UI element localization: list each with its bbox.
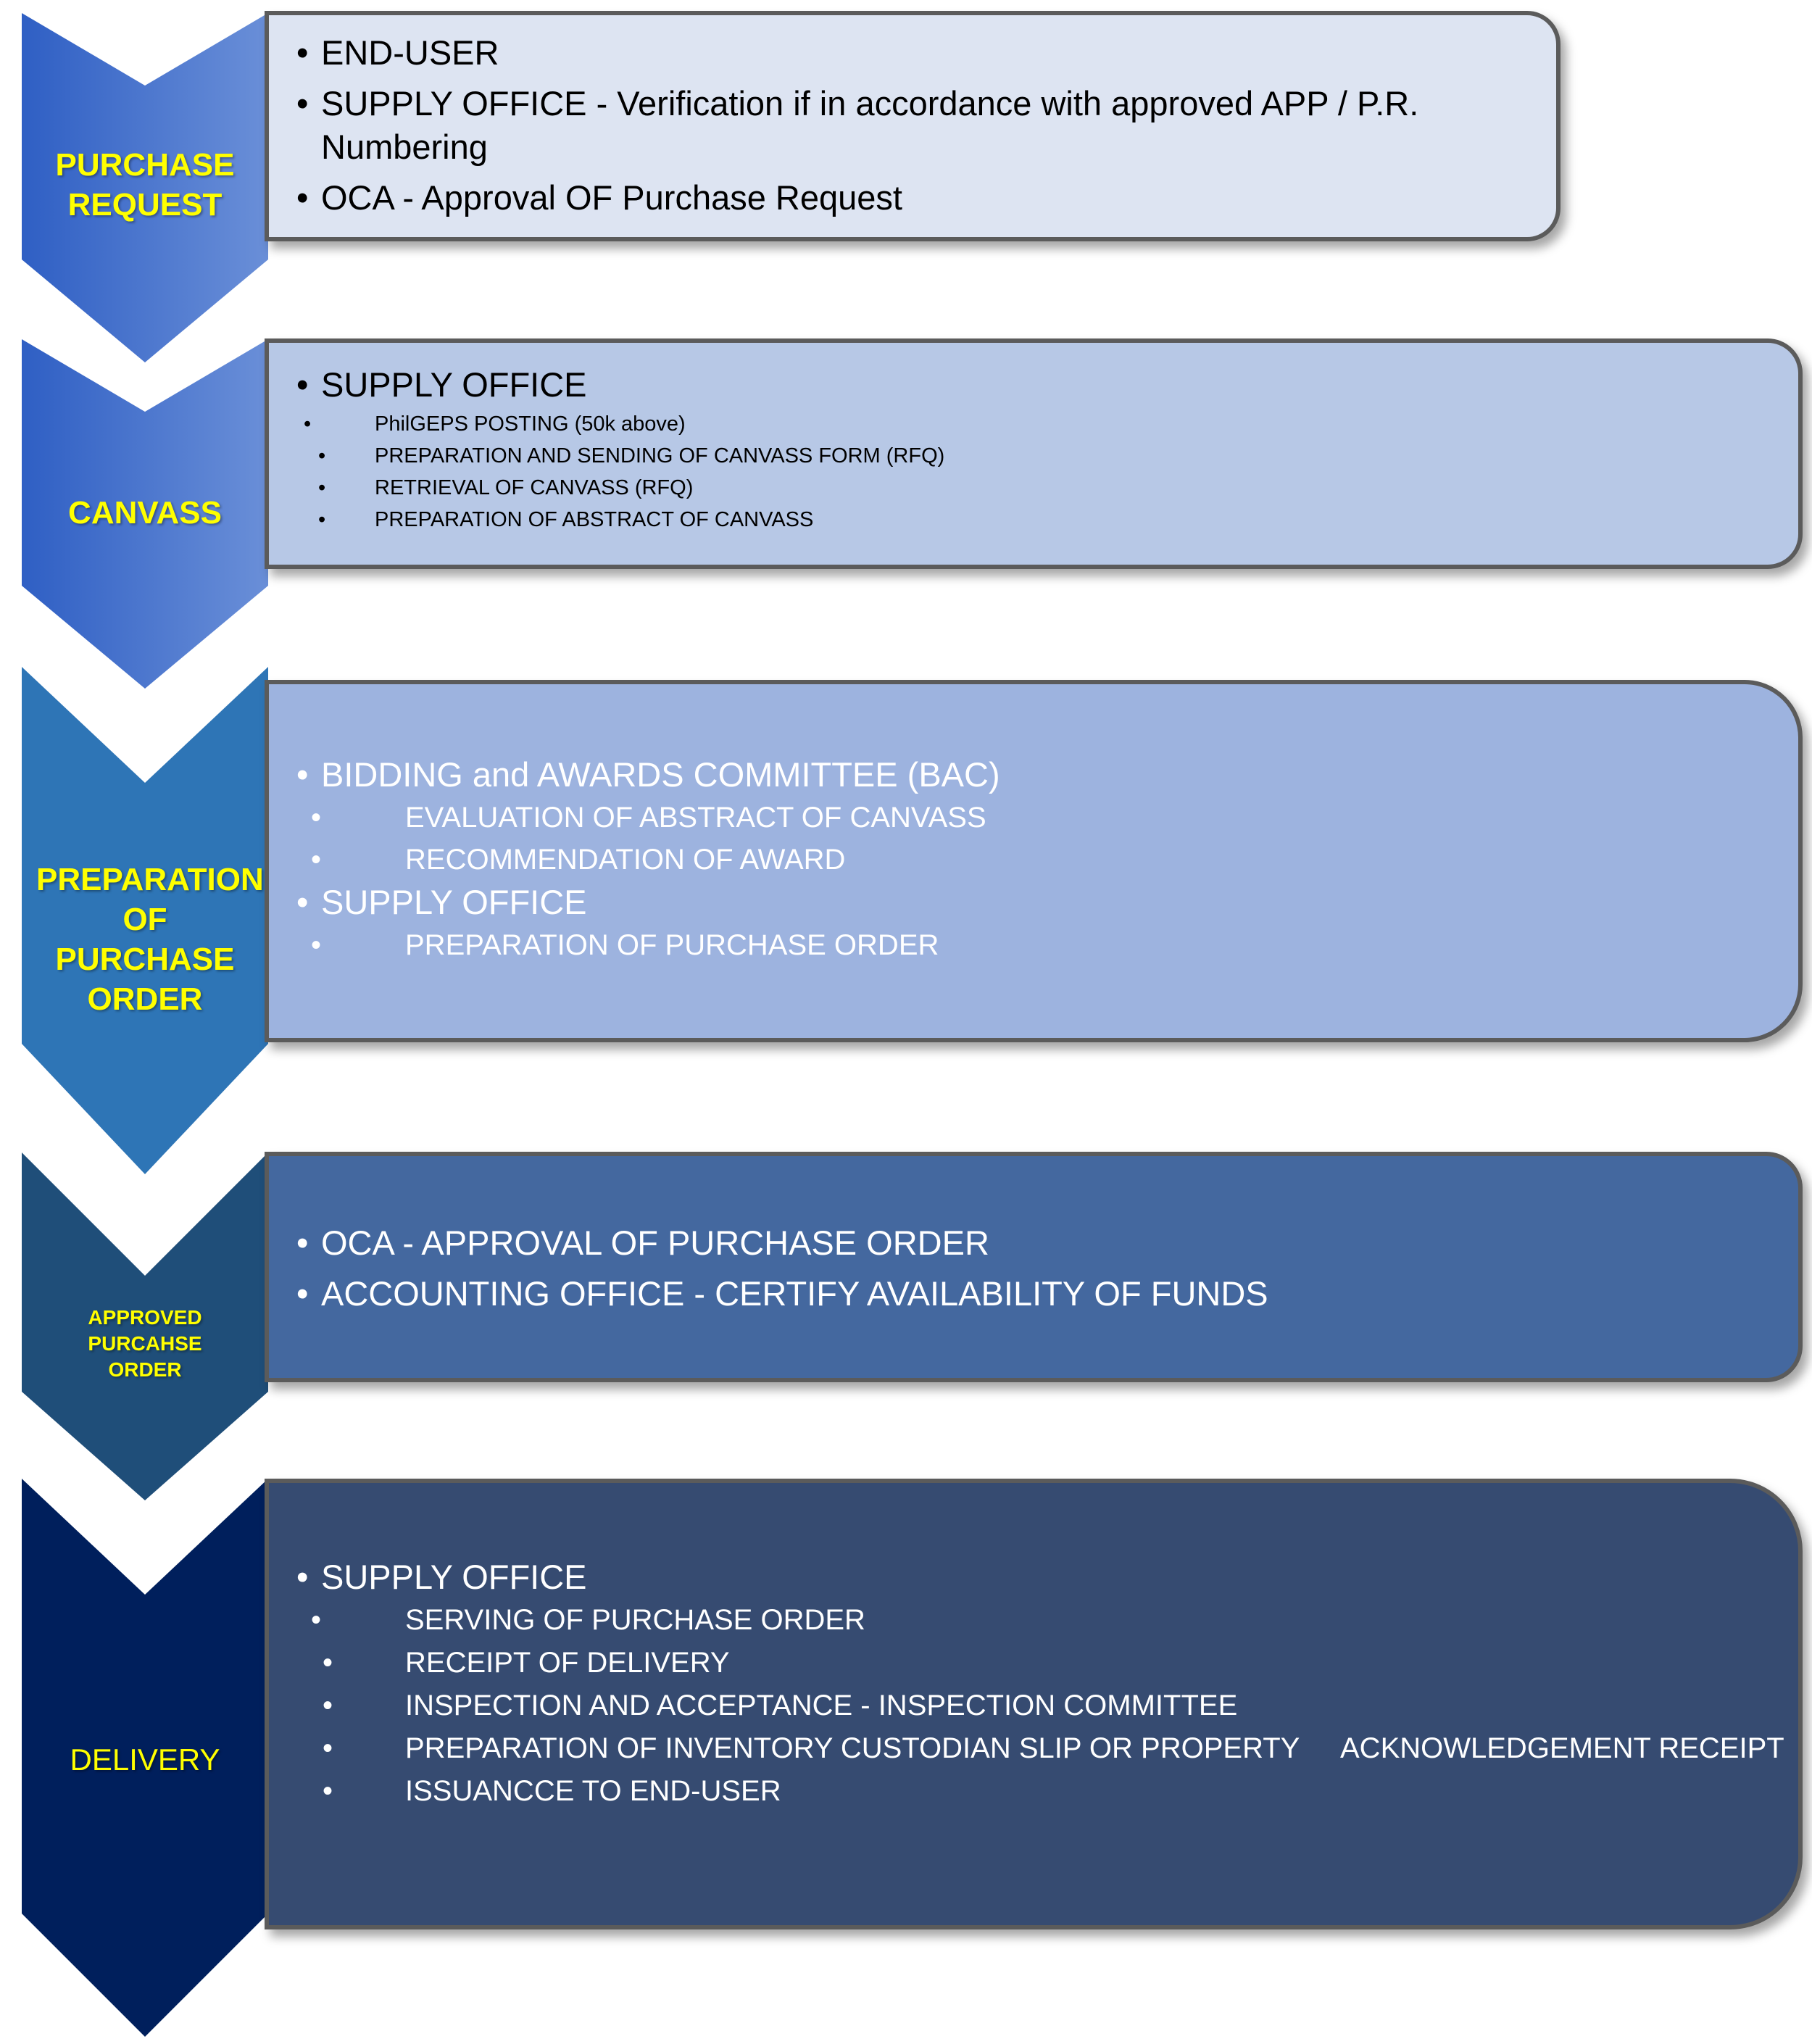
group-title: •SUPPLY OFFICE <box>296 1558 587 1596</box>
stage-box-canvass: •SUPPLY OFFICE •PhilGEPS POSTING (50k ab… <box>265 338 1803 569</box>
main-item: •OCA - APPROVAL OF PURCHASE ORDER <box>296 1224 989 1262</box>
sub-item: •PREPARATION OF ABSTRACT OF CANVASS <box>318 508 814 531</box>
stage-box-delivery: •SUPPLY OFFICE •SERVING OF PURCHASE ORDE… <box>265 1479 1803 1929</box>
sub-item: •PREPARATION OF INVENTORY CUSTODIAN SLIP… <box>296 1727 1784 1770</box>
chevron-shape-icon <box>22 13 268 362</box>
main-item: •ACCOUNTING OFFICE - CERTIFY AVAILABILIT… <box>296 1274 1268 1313</box>
stage-box-approved-purchase-order: •OCA - APPROVAL OF PURCHASE ORDER •ACCOU… <box>265 1152 1803 1382</box>
sub-item: •RETRIEVAL OF CANVASS (RFQ) <box>318 476 694 499</box>
sub-item: •RECEIPT OF DELIVERY <box>323 1647 730 1679</box>
chevron-purchase-request: PURCHASE REQUEST <box>22 13 268 362</box>
sub-item: •INSPECTION AND ACCEPTANCE - INSPECTION … <box>323 1690 1238 1721</box>
chevron-shape-icon <box>22 667 268 1174</box>
chevron-shape-icon <box>22 1152 268 1500</box>
chevron-shape-icon <box>22 1479 268 2037</box>
sub-item: •ISSUANCCE TO END-USER <box>323 1775 781 1807</box>
stage-box-purchase-request: •END-USER •SUPPLY OFFICE - Verification … <box>265 11 1560 241</box>
trailing-text: ACKNOWLEDGEMENT RECEIPT <box>1340 1732 1784 1764</box>
main-item: •OCA - Approval OF Purchase Request <box>296 178 902 217</box>
stage-label-approved-purchase-order: APPROVED PURCAHSE ORDER <box>88 1306 202 1381</box>
stage-label-canvass: CANVASS <box>68 495 222 531</box>
stage-label-preparation-of-purchase-order: PREPARATION OF PURCHASE ORDER <box>36 862 264 1017</box>
chevron-approved-purchase-order: APPROVED PURCAHSE ORDER <box>22 1152 268 1500</box>
chevron-shape-icon <box>22 339 268 689</box>
sub-item: •EVALUATION OF ABSTRACT OF CANVASS <box>311 802 986 834</box>
group-title: •BIDDING and AWARDS COMMITTEE (BAC) <box>296 755 1000 794</box>
sub-item: •PhilGEPS POSTING (50k above) <box>304 412 686 436</box>
chevron-delivery: DELIVERY <box>22 1479 268 2037</box>
stage-label-delivery: DELIVERY <box>70 1742 220 1777</box>
stage-label-purchase-request: PURCHASE REQUEST <box>55 147 235 223</box>
group-title: •SUPPLY OFFICE <box>296 883 587 921</box>
chevron-canvass: CANVASS <box>22 339 268 689</box>
chevron-preparation-of-purchase-order: PREPARATION OF PURCHASE ORDER <box>22 667 268 1174</box>
main-item: •SUPPLY OFFICE <box>296 365 587 404</box>
main-item: •SUPPLY OFFICE - Verification if in acco… <box>296 84 1419 166</box>
stage-box-preparation-of-purchase-order: •BIDDING and AWARDS COMMITTEE (BAC) •EVA… <box>265 680 1803 1042</box>
sub-item: •PREPARATION OF PURCHASE ORDER <box>311 929 939 961</box>
sub-item: •SERVING OF PURCHASE ORDER <box>311 1604 865 1636</box>
sub-item: •RECOMMENDATION OF AWARD <box>311 844 846 876</box>
main-item: •END-USER <box>296 33 499 72</box>
sub-item: •PREPARATION AND SENDING OF CANVASS FORM… <box>318 444 945 468</box>
